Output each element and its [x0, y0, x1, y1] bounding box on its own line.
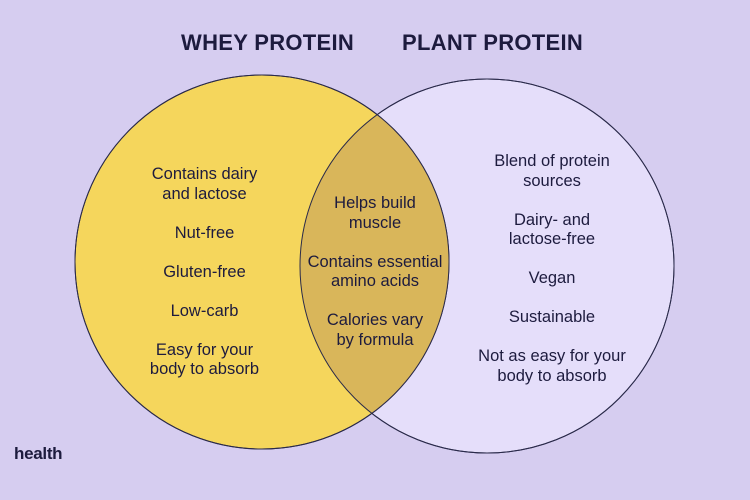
whey-protein-list: Contains dairy and lactose Nut-free Glut…	[117, 165, 292, 380]
plant-protein-title: PLANT PROTEIN	[402, 30, 584, 55]
shared-item: Contains essential amino acids	[307, 252, 443, 291]
whey-protein-outline	[74, 74, 450, 450]
plant-item: Vegan	[528, 269, 576, 287]
whey-item: Easy for your body to absorb	[149, 340, 260, 379]
plant-protein-outline	[299, 78, 675, 454]
whey-protein-title: WHEY PROTEIN	[181, 30, 355, 55]
plant-item: Dairy- and lactose-free	[508, 210, 596, 249]
shared-item: Calories vary by formula	[326, 311, 424, 349]
plant-item: Blend of protein sources	[494, 152, 610, 190]
whey-item: Nut-free	[174, 223, 235, 242]
plant-protein-list: Blend of protein sources Dairy- and lact…	[447, 152, 657, 386]
whey-item: Low-carb	[170, 301, 239, 320]
health-logo: health	[14, 444, 63, 463]
whey-item: Gluten-free	[163, 262, 246, 281]
shared-item: Helps build muscle	[334, 194, 416, 232]
plant-item: Not as easy for your body to absorb	[478, 347, 626, 385]
shared-traits-list: Helps build muscle Contains essential am…	[285, 194, 465, 350]
whey-item: Contains dairy and lactose	[151, 165, 258, 203]
plant-item: Sustainable	[508, 308, 596, 326]
overlap-region	[300, 79, 449, 449]
